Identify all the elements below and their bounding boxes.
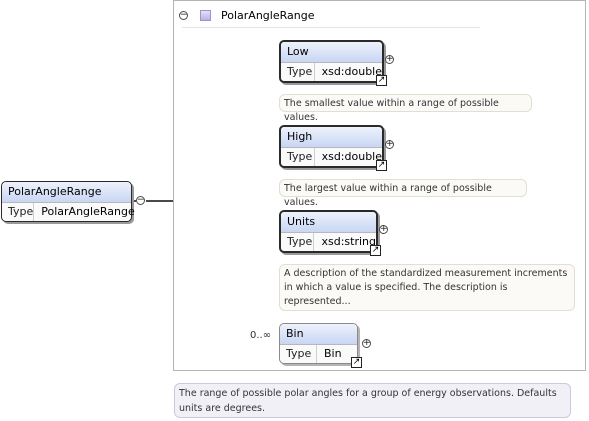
element-low-name: Low — [281, 42, 382, 63]
element-bin-type-key: Type — [280, 345, 317, 363]
element-bin-type-row: Type Bin — [280, 345, 357, 363]
root-type-key: Type — [2, 203, 35, 221]
group-header-divider — [182, 27, 480, 28]
element-bin[interactable]: Bin Type Bin ↗ — [279, 323, 362, 368]
element-bin-name: Bin — [280, 324, 357, 345]
type-reference-arrow-icon[interactable]: ↗ — [351, 357, 362, 368]
element-units[interactable]: Units Type xsd:string ↗ — [279, 210, 381, 256]
element-high-type-key: Type — [281, 148, 315, 166]
element-low-documentation: The smallest value within a range of pos… — [279, 94, 532, 123]
element-bin-type-value: Bin — [324, 347, 342, 360]
root-element-type-row: Type PolarAngleRange — [2, 203, 135, 221]
element-bin-cardinality: 0..∞ — [250, 330, 272, 341]
element-units-documentation: A description of the standardized measur… — [279, 264, 575, 311]
group-title: PolarAngleRange — [221, 8, 315, 22]
element-low-type-value: xsd:double — [321, 65, 382, 78]
root-type-value: PolarAngleRange — [41, 205, 135, 218]
element-bin-expand-toggle[interactable]: + — [362, 338, 371, 348]
element-high-type-value: xsd:double — [321, 150, 382, 163]
type-reference-arrow-icon[interactable]: ↗ — [376, 160, 387, 171]
element-low-type-key: Type — [281, 63, 315, 81]
element-units-type-value: xsd:string — [321, 235, 376, 248]
element-low-type-row: Type xsd:double — [281, 63, 382, 81]
element-units-name: Units — [281, 212, 376, 233]
element-high-name: High — [281, 127, 382, 148]
element-high-expand-toggle[interactable]: + — [385, 139, 394, 149]
element-high-documentation: The largest value within a range of poss… — [279, 179, 527, 208]
element-high[interactable]: High Type xsd:double ↗ — [279, 125, 387, 171]
element-units-type-row: Type xsd:string — [281, 233, 376, 251]
element-units-type-key: Type — [281, 233, 315, 251]
element-high-type-row: Type xsd:double — [281, 148, 382, 166]
group-header: − PolarAngleRange — [179, 7, 314, 23]
element-low-expand-toggle[interactable]: + — [385, 54, 394, 64]
root-element-polaranglerange[interactable]: PolarAngleRange Type PolarAngleRange — [1, 181, 135, 222]
complex-type-icon — [200, 9, 211, 21]
group-collapse-toggle[interactable]: − — [179, 9, 188, 20]
root-element-name: PolarAngleRange — [2, 182, 131, 203]
type-reference-arrow-icon[interactable]: ↗ — [376, 75, 387, 86]
element-low[interactable]: Low Type xsd:double ↗ — [279, 40, 387, 86]
element-units-expand-toggle[interactable]: + — [379, 224, 388, 234]
type-reference-arrow-icon[interactable]: ↗ — [370, 245, 381, 256]
root-documentation: The range of possible polar angles for a… — [174, 383, 571, 418]
root-collapse-toggle[interactable]: − — [136, 195, 145, 205]
